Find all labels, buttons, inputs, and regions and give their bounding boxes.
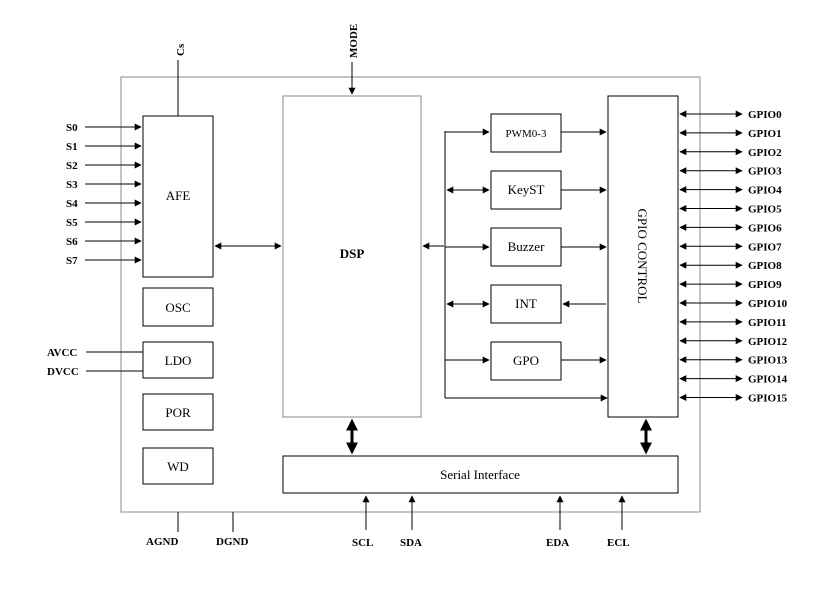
gpio-pin-label: GPIO12 <box>748 336 788 348</box>
ldo-block: LDO <box>142 341 214 379</box>
pwm-block: PWM0-3 <box>445 113 607 153</box>
sda-pin: SDA <box>400 495 422 549</box>
gpio-pin-label: GPIO3 <box>748 166 782 178</box>
gpio-pin-4: GPIO4 <box>679 185 782 197</box>
gpio-pin-9: GPIO9 <box>679 279 782 291</box>
gpio-control-label: GPIO CONTROL <box>635 209 650 304</box>
gpio-pin-1: GPIO1 <box>679 128 782 140</box>
gpio-pin-14: GPIO14 <box>679 374 788 386</box>
s-input-label: S7 <box>66 255 78 267</box>
wd-label: WD <box>167 459 189 474</box>
s-input-4: S4 <box>66 198 142 210</box>
gpo-block: GPO <box>445 341 607 381</box>
gpio-pin-5: GPIO5 <box>679 204 782 216</box>
gpio-pin-3: GPIO3 <box>679 166 782 178</box>
s-input-1: S1 <box>66 141 142 153</box>
gpio-pin-label: GPIO9 <box>748 279 782 291</box>
ecl-pin: ECL <box>607 495 630 549</box>
int-block: INT <box>446 284 606 324</box>
serial-interface-label: Serial Interface <box>440 467 520 482</box>
s-input-label: S1 <box>66 141 78 153</box>
cs-label: Cs <box>175 43 187 56</box>
dgnd-label: DGND <box>216 536 248 548</box>
buzzer-label: Buzzer <box>508 239 545 254</box>
s-input-label: S6 <box>66 236 78 248</box>
eda-label: EDA <box>546 537 569 549</box>
avcc-signal: AVCC <box>47 347 143 359</box>
buzzer-block: Buzzer <box>445 227 607 267</box>
gpio-pin-6: GPIO6 <box>679 222 782 234</box>
gpio-pin-label: GPIO6 <box>748 222 782 234</box>
por-label: POR <box>165 405 191 420</box>
pwm-label: PWM0-3 <box>506 128 547 140</box>
afe-block: AFE <box>142 115 214 278</box>
agnd-pin: AGND <box>146 512 179 548</box>
gpio-pin-10: GPIO10 <box>679 298 788 310</box>
s-input-2: S2 <box>66 160 142 172</box>
gpio-pin-label: GPIO7 <box>748 241 782 253</box>
gpio-pin-label: GPIO15 <box>748 393 788 405</box>
scl-label: SCL <box>352 537 373 549</box>
gpio-pin-15: GPIO15 <box>679 393 788 405</box>
s-input-6: S6 <box>66 236 142 248</box>
cs-signal: Cs <box>175 43 187 116</box>
gpio-pin-label: GPIO4 <box>748 185 782 197</box>
gpio-pin-label: GPIO10 <box>748 298 788 310</box>
scl-pin: SCL <box>352 495 373 549</box>
gpo-label: GPO <box>513 353 539 368</box>
osc-block: OSC <box>142 287 214 327</box>
gpio-control-block: GPIO CONTROL <box>607 95 679 418</box>
sda-label: SDA <box>400 537 422 549</box>
s-input-label: S4 <box>66 198 78 210</box>
por-block: POR <box>142 393 214 431</box>
s-input-5: S5 <box>66 217 142 229</box>
dvcc-signal: DVCC <box>47 366 143 378</box>
s-input-3: S3 <box>66 179 142 191</box>
afe-label: AFE <box>166 188 191 203</box>
chip-boundary <box>120 76 701 513</box>
ecl-label: ECL <box>607 537 630 549</box>
gpio-pin-13: GPIO13 <box>679 355 788 367</box>
gpio-pins: GPIO0GPIO1GPIO2GPIO3GPIO4GPIO5GPIO6GPIO7… <box>679 109 788 405</box>
s-input-label: S2 <box>66 160 78 172</box>
mode-signal: MODE <box>348 24 360 95</box>
gpio-pin-label: GPIO14 <box>748 374 788 386</box>
gpio-pin-11: GPIO11 <box>679 317 787 329</box>
gpio-pin-label: GPIO11 <box>748 317 787 329</box>
dvcc-label: DVCC <box>47 366 79 378</box>
osc-label: OSC <box>165 300 190 315</box>
gpio-pin-7: GPIO7 <box>679 241 782 253</box>
gpio-pin-label: GPIO1 <box>748 128 782 140</box>
keyst-block: KeyST <box>446 170 607 210</box>
keyst-label: KeyST <box>508 182 545 197</box>
int-label: INT <box>515 296 537 311</box>
agnd-label: AGND <box>146 536 178 548</box>
s-input-0: S0 <box>66 122 142 134</box>
s-input-label: S0 <box>66 122 78 134</box>
gpio-pin-label: GPIO8 <box>748 260 782 272</box>
s-input-7: S7 <box>66 255 142 267</box>
wd-block: WD <box>142 447 214 485</box>
mode-label: MODE <box>348 24 360 58</box>
dsp-block: DSP <box>282 95 422 418</box>
gpio-pin-label: GPIO5 <box>748 204 782 216</box>
gpio-pin-label: GPIO2 <box>748 147 782 159</box>
gpio-pin-2: GPIO2 <box>679 147 782 159</box>
gpio-pin-0: GPIO0 <box>679 109 782 121</box>
s-input-label: S5 <box>66 217 78 229</box>
gpio-pin-label: GPIO0 <box>748 109 782 121</box>
dgnd-pin: DGND <box>216 512 248 548</box>
gpio-pin-8: GPIO8 <box>679 260 782 272</box>
eda-pin: EDA <box>546 495 569 549</box>
gpio-pin-12: GPIO12 <box>679 336 788 348</box>
serial-interface-block: Serial Interface <box>282 455 679 494</box>
dsp-label: DSP <box>340 246 365 261</box>
ldo-label: LDO <box>165 353 192 368</box>
gpio-pin-label: GPIO13 <box>748 355 788 367</box>
avcc-label: AVCC <box>47 347 77 359</box>
s-input-label: S3 <box>66 179 78 191</box>
